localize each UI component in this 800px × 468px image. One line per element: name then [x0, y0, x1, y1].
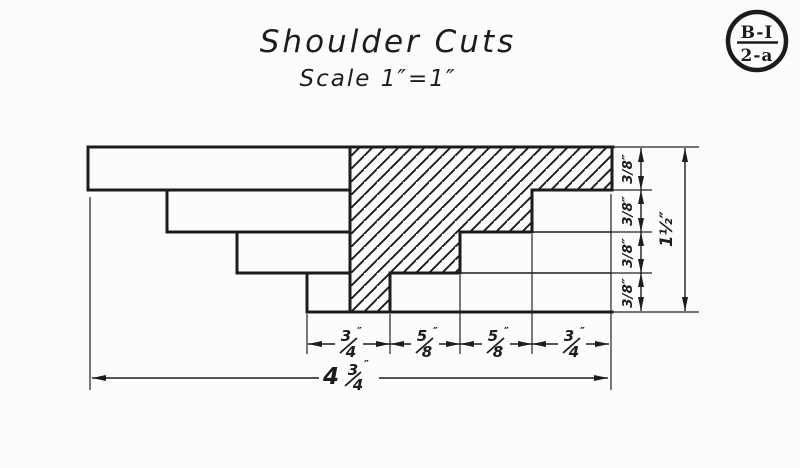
svg-text:″: ″: [433, 325, 438, 338]
svg-text:4: 4: [322, 364, 339, 390]
svg-text:″: ″: [357, 325, 362, 338]
dim-label-seg-1: 3 4 ″: [335, 325, 363, 361]
dim-label-total-height: 1½″: [657, 210, 676, 247]
plate-badge: B-I 2-a: [725, 9, 789, 73]
dim-label-step-1: 3/8″: [620, 154, 636, 184]
svg-text:8: 8: [493, 343, 503, 361]
svg-text:3: 3: [348, 361, 358, 379]
dimension-bottom-segments: 3 4 ″ 5 8 ″ 5 8 ″ 3 4 ″: [308, 325, 609, 361]
plate-code-top: B-I: [741, 23, 774, 43]
svg-text:3: 3: [341, 327, 351, 345]
svg-text:″: ″: [364, 358, 369, 371]
dim-label-seg-2: 5 8 ″: [411, 325, 439, 361]
shoulder-lines: [460, 231, 612, 274]
workpiece-outline: [86, 145, 615, 314]
extension-lines: [89, 146, 699, 390]
svg-text:4: 4: [352, 376, 363, 394]
svg-text:4: 4: [568, 343, 579, 361]
dimension-step-heights: 3/8″ 3/8″ 3/8″ 3/8″: [620, 148, 644, 311]
drawing-title: Shoulder Cuts: [260, 24, 517, 60]
dimension-total-width: 4 3 4 ″: [92, 358, 608, 394]
dimension-total-height: 1½″: [657, 148, 688, 311]
svg-text:″: ″: [580, 325, 585, 338]
svg-text:5: 5: [488, 327, 498, 345]
dim-label-step-4: 3/8″: [620, 278, 636, 308]
plate-code-bottom: 2-a: [741, 46, 774, 66]
section-hatch-area: [348, 145, 614, 314]
dim-label-step-3: 3/8″: [620, 238, 636, 268]
plate-badge-circle: [725, 9, 789, 73]
scale-note: Scale 1″=1″: [300, 66, 457, 92]
svg-text:4: 4: [345, 343, 356, 361]
svg-text:5: 5: [417, 327, 427, 345]
svg-text:8: 8: [422, 343, 432, 361]
dim-label-total-width: 4 3 4 ″: [319, 358, 379, 394]
dim-label-seg-4: 3 4 ″: [558, 325, 586, 361]
svg-text:3: 3: [564, 327, 574, 345]
dim-label-seg-3: 5 8 ″: [482, 325, 510, 361]
dim-label-step-2: 3/8″: [620, 196, 636, 226]
svg-text:″: ″: [504, 325, 509, 338]
